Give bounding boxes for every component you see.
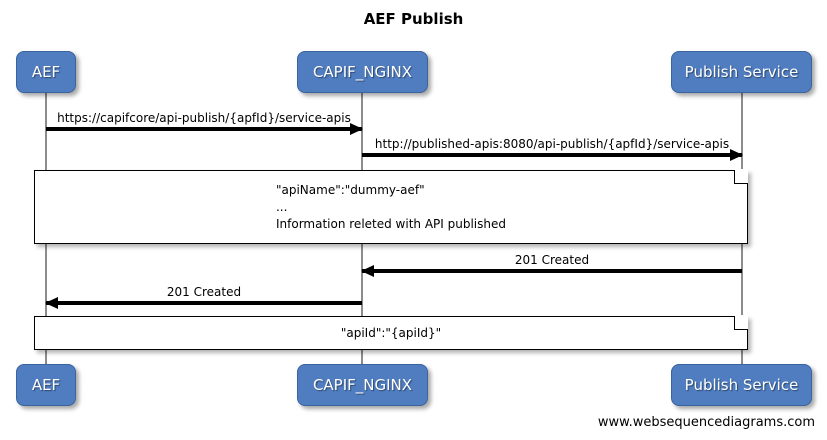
participant-publish-service-bottom[interactable]: Publish Service	[671, 364, 812, 406]
message-label-2: http://published-apis:8080/api-publish/{…	[374, 137, 730, 151]
participant-publish-service-top[interactable]: Publish Service	[671, 51, 812, 93]
participant-label: Publish Service	[684, 63, 799, 81]
note-line: ...	[275, 199, 288, 214]
participant-capif-nginx-top[interactable]: CAPIF_NGINX	[297, 51, 428, 93]
participant-label: AEF	[31, 376, 61, 394]
message-label-4: 201 Created	[166, 285, 242, 299]
arrowhead-left-icon	[361, 265, 374, 277]
arrowhead-left-icon	[45, 297, 58, 309]
participant-capif-nginx-bottom[interactable]: CAPIF_NGINX	[297, 364, 428, 406]
message-arrow-1	[46, 123, 363, 135]
message-arrow-4	[45, 297, 362, 309]
note-text: "apiId":"{apiId}"	[341, 325, 441, 342]
note-response-body: "apiId":"{apiId}"	[34, 315, 748, 350]
participant-label: CAPIF_NGINX	[312, 376, 413, 394]
message-label-1: https://capifcore/api-publish/{apfId}/se…	[57, 111, 351, 125]
note-fold-icon	[734, 169, 748, 184]
note-text: "apiName":"dummy-aef" ... Information re…	[276, 182, 506, 233]
participant-aef-bottom[interactable]: AEF	[16, 364, 76, 406]
message-arrow-3	[361, 265, 742, 277]
note-fold-icon	[734, 315, 748, 330]
participant-aef-top[interactable]: AEF	[16, 51, 76, 93]
participant-label: AEF	[31, 63, 61, 81]
arrowhead-right-icon	[730, 149, 743, 161]
participant-label: CAPIF_NGINX	[312, 63, 413, 81]
note-line: Information releted with API published	[275, 216, 506, 231]
participant-label: Publish Service	[684, 376, 799, 394]
message-arrow-2	[362, 149, 743, 161]
note-line: "apiName":"dummy-aef"	[275, 182, 425, 197]
arrowhead-right-icon	[350, 123, 363, 135]
message-label-3: 201 Created	[514, 253, 590, 267]
page-title: AEF Publish	[363, 10, 464, 28]
note-request-body: "apiName":"dummy-aef" ... Information re…	[34, 169, 748, 244]
watermark-link[interactable]: www.websequencediagrams.com	[597, 415, 815, 430]
note-line: "apiId":"{apiId}"	[340, 325, 442, 340]
